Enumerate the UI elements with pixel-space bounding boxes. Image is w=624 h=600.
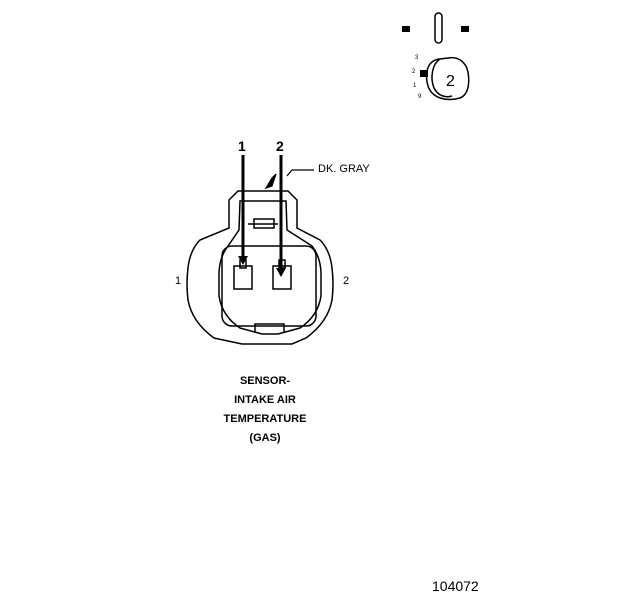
caption-line-3: TEMPERATURE [223,413,307,425]
locator-slot [434,12,443,44]
caption-line-4: (GAS) [249,432,281,444]
locator-cavity-3: 3 [415,55,419,61]
connector-housing-outer [186,190,334,345]
locator-cavity-1: 1 [413,83,417,89]
pin-2-arrow-head [276,268,286,277]
connector-housing-inner [218,200,322,335]
caption-line-1: SENSOR- [239,375,291,387]
connector-bottom-key [254,323,285,332]
locator-bar-right [461,26,469,32]
locator-connector-inner [431,58,453,98]
locator-connector-number: 2 [446,73,455,90]
figure-id: 104072 [432,578,479,594]
caption-line-2: INTAKE AIR [234,394,296,406]
pin-1-top-label: 1 [238,138,246,154]
pin-arrows [238,155,286,277]
connector-face [186,190,334,345]
locator-pin-marker [420,70,428,77]
locator-cavity-2: 2 [412,69,416,75]
wire-pointer [264,173,277,190]
terminal-1 [233,265,253,290]
wire-color-label: DK. GRAY [318,163,370,175]
component-caption: SENSOR- INTAKE AIR TEMPERATURE (GAS) [200,372,330,448]
connector-cavity-area [221,245,317,327]
pin-1-arrow-head [238,256,248,265]
pin-2-top-label: 2 [276,138,284,154]
locator-icon [402,12,470,101]
side-label-1: 1 [175,275,182,287]
wire-color-leader [264,169,314,190]
side-label-2: 2 [343,275,350,287]
locator-cavity-9: 9 [418,94,422,100]
locator-bar-left [402,26,410,32]
